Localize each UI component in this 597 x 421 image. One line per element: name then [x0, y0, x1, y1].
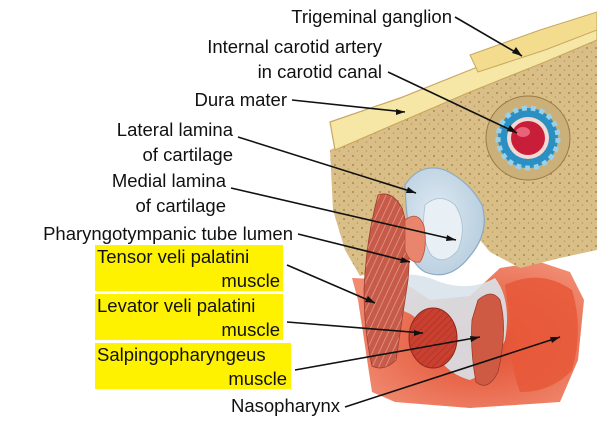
label-levator-line1: Levator veli palatini	[97, 295, 255, 316]
lateral-lamina-shape	[405, 216, 425, 262]
label-internal-carotid-line1: Internal carotid artery	[207, 36, 383, 57]
label-tensor-line1: Tensor veli palatini	[97, 246, 249, 267]
label-internal-carotid-line2: in carotid canal	[258, 61, 382, 82]
tube-lumen-shape	[424, 199, 463, 260]
mucosal-fold-shape	[505, 278, 578, 392]
label-trigeminal-ganglion: Trigeminal ganglion	[291, 6, 452, 27]
label-levator-line2: muscle	[221, 319, 280, 340]
label-tube-lumen: Pharyngotympanic tube lumen	[43, 223, 293, 244]
label-medial-lamina-line2: of cartilage	[136, 195, 227, 216]
label-tensor-line2: muscle	[221, 270, 280, 291]
label-dura-mater: Dura mater	[194, 89, 287, 110]
label-lateral-lamina-line2: of cartilage	[143, 144, 234, 165]
carotid-canal	[486, 96, 570, 180]
label-lateral-lamina-line1: Lateral lamina	[117, 119, 234, 140]
levator-veli-palatini-shape	[409, 308, 457, 368]
label-nasopharynx: Nasopharynx	[231, 395, 341, 416]
label-medial-lamina-line1: Medial lamina	[112, 170, 227, 191]
label-salpingo-line2: muscle	[228, 368, 287, 389]
label-salpingo-line1: Salpingopharyngeus	[97, 344, 266, 365]
